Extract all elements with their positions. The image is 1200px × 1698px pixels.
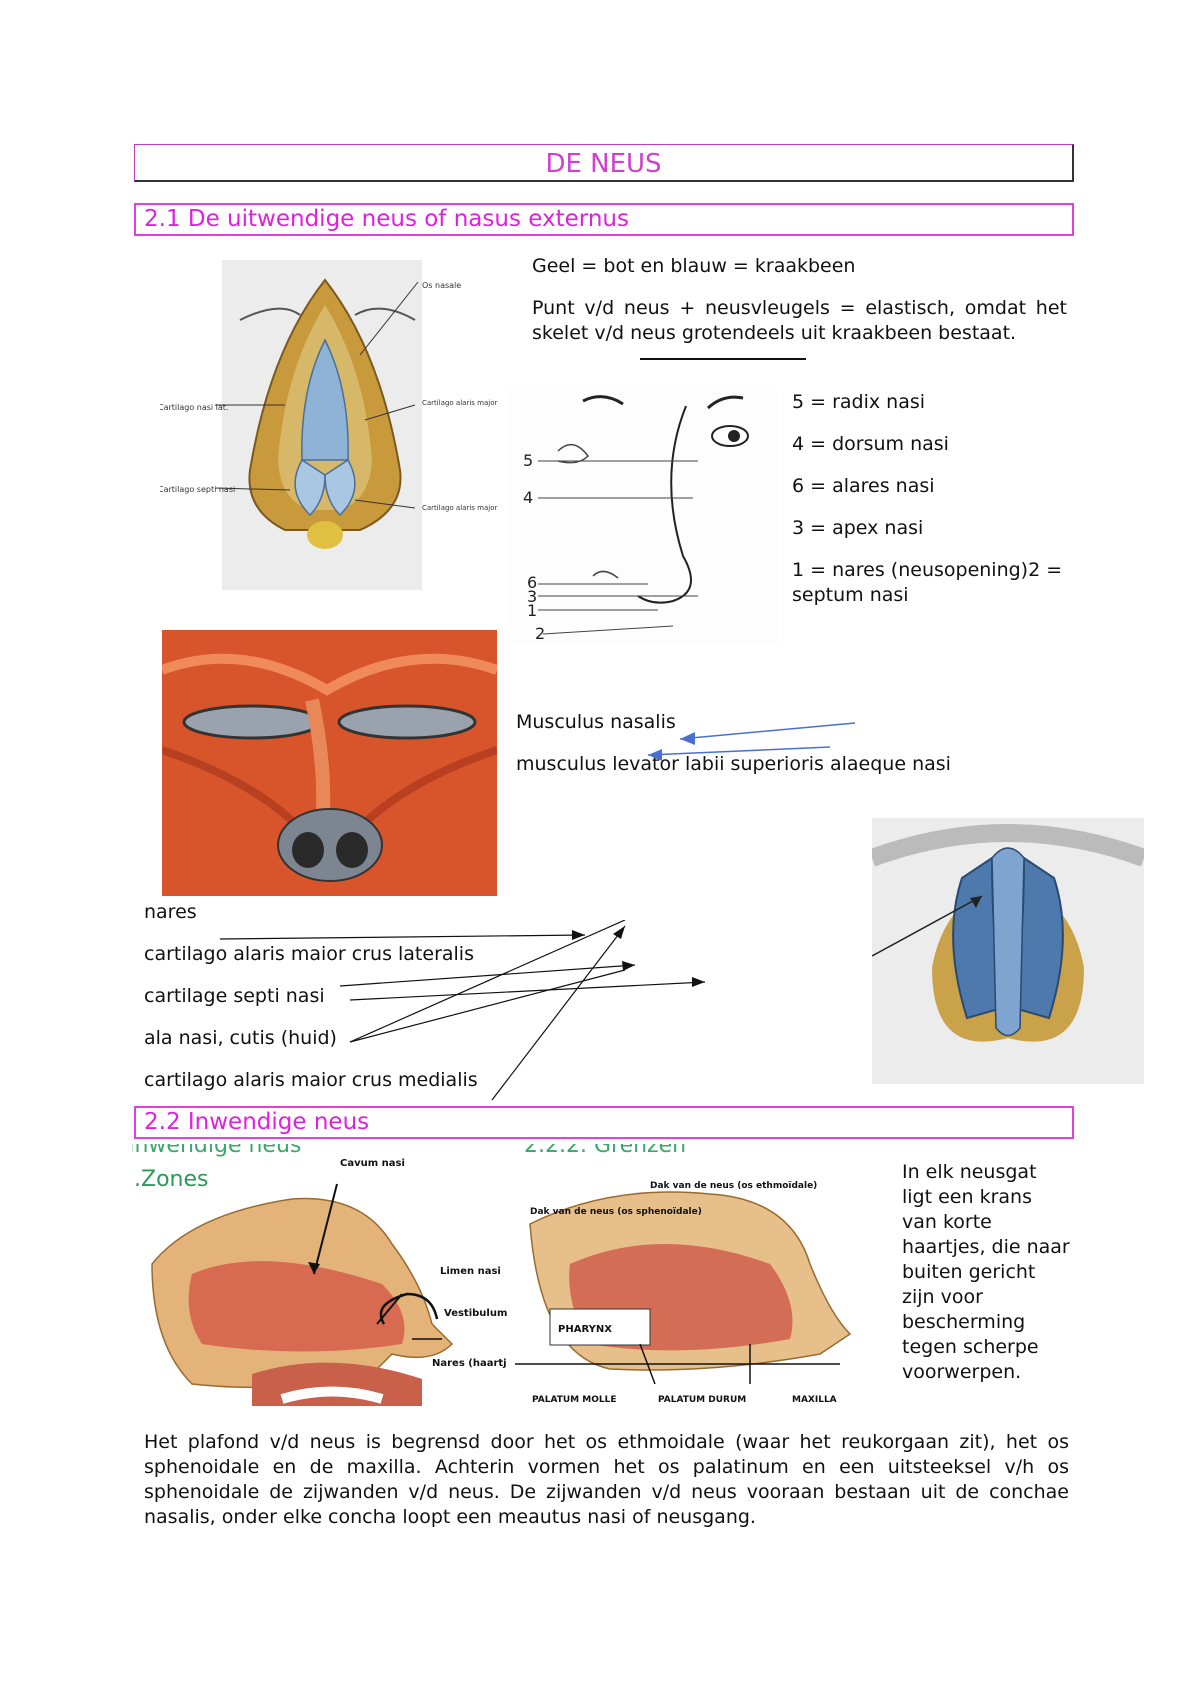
boundaries-title: 2.2.2. Grenzen <box>524 1144 686 1158</box>
section-heading-2-2: 2.2 Inwendige neus <box>134 1106 1074 1139</box>
profile-num-4: 4 <box>523 488 533 507</box>
figure-internal-nose-boundaries: 2.2.2. Grenzen Dak van de neus (os ethmo… <box>510 1144 880 1406</box>
fig1-label-cartilago-nasi: Cartilago nasi lat. <box>160 403 229 412</box>
figure-nasal-cartilage-underside <box>868 818 1148 1084</box>
figure-facial-muscles <box>160 630 499 896</box>
part-label-crus-lateralis: cartilago alaris maior crus lateralis <box>144 943 474 965</box>
part-label-septi-nasi: cartilage septi nasi <box>144 985 325 1007</box>
boundaries-label-ethmoidale: Dak van de neus (os ethmoïdale) <box>650 1181 817 1191</box>
muscle-label-levator: musculus levator labii superioris alaequ… <box>516 753 951 775</box>
part-arrows <box>219 920 706 1101</box>
legend-item: 5 = radix nasi <box>792 391 926 413</box>
fig1-label-septi: Cartilago septi nasi <box>160 485 235 494</box>
profile-num-6: 6 <box>527 573 537 592</box>
zones-label-vestibulum: Vestibulum nasi <box>444 1308 507 1319</box>
zones-title: .Zones <box>134 1167 208 1192</box>
page-title: DE NEUS <box>134 144 1074 182</box>
legend-item: 6 = alares nasi <box>792 475 935 497</box>
profile-num-3: 3 <box>527 587 537 606</box>
boundaries-label-palatum-molle: PALATUM MOLLE <box>532 1395 617 1405</box>
fig1-label-crus-lat: Cartilago alaris major Crus lat. <box>422 399 500 407</box>
elastic-note: Punt v/d neus + neusvleugels = elastisch… <box>532 297 1067 344</box>
figure-nasal-skeleton: Os nasale Cartilago nasi lat. Cartilago … <box>158 260 535 590</box>
zones-label-nares: Nares (haartjes) <box>432 1358 507 1369</box>
figure-nose-profile: 5 4 6 3 1 2 <box>508 386 778 644</box>
boundaries-label-palatum-durum: PALATUM DURUM <box>658 1395 746 1405</box>
boundaries-label-pharynx: PHARYNX <box>558 1324 612 1335</box>
part-label-nares: nares <box>144 901 197 923</box>
profile-num-5: 5 <box>523 451 533 470</box>
underline-divider <box>640 358 806 360</box>
side-text-hairs: In elk neusgat ligt een krans van korte … <box>902 1161 1070 1383</box>
muscle-label-nasalis: Musculus nasalis <box>516 711 676 733</box>
fig1-label-crus-med: Cartilago alaris major Crus med. <box>422 504 500 512</box>
fig1-label-os-nasale: Os nasale <box>422 281 461 290</box>
profile-num-1: 1 <box>527 601 537 620</box>
legend-item: 4 = dorsum nasi <box>792 433 949 455</box>
part-label-crus-medialis: cartilago alaris maior crus medialis <box>144 1069 478 1091</box>
paragraph-boundaries: Het plafond v/d neus is begrensd door he… <box>144 1431 1069 1528</box>
part-label-ala-nasi: ala nasi, cutis (huid) <box>144 1027 337 1049</box>
color-note: Geel = bot en blauw = kraakbeen <box>532 255 856 277</box>
legend-item: 3 = apex nasi <box>792 517 924 539</box>
zones-label-limen: Limen nasi <box>440 1266 501 1277</box>
figure-internal-nose-zones: Inwendige neus .Zones Cavum nasi Limen n… <box>132 1144 507 1406</box>
legend-item: 1 = nares (neusopening)2 = septum nasi <box>792 559 1063 606</box>
zones-title-top: Inwendige neus <box>132 1144 301 1158</box>
boundaries-label-maxilla: MAXILLA <box>792 1395 837 1405</box>
section-heading-2-1: 2.1 De uitwendige neus of nasus externus <box>134 203 1074 236</box>
boundaries-label-sphenoidale: Dak van de neus (os sphenoïdale) <box>530 1207 702 1217</box>
muscle-arrows <box>647 722 856 761</box>
profile-num-2: 2 <box>535 624 545 643</box>
zones-label-cavum: Cavum nasi <box>340 1158 405 1169</box>
